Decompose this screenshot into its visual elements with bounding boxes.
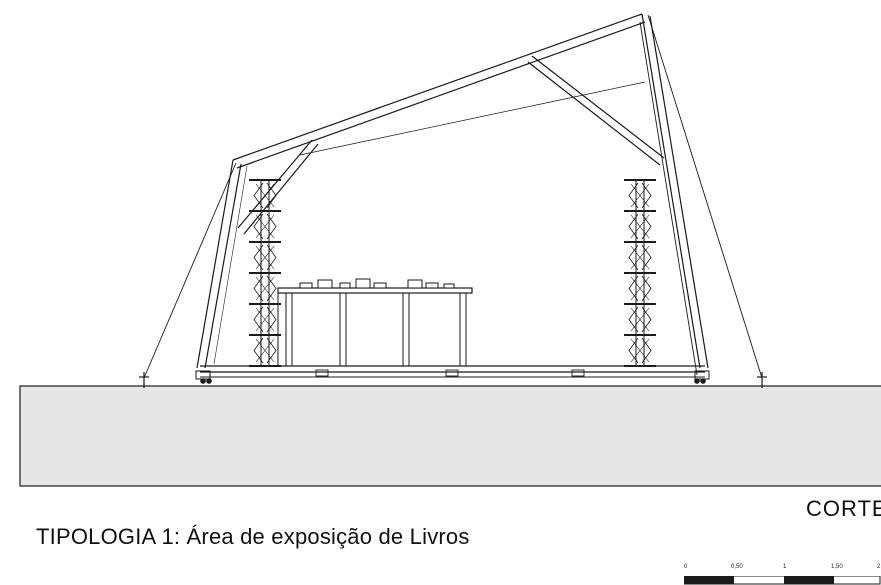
scale-bar-ticks: 0 0,50 1 1,50 2 [681,564,881,574]
section-view-label: CORTE [806,496,881,521]
guy-ropes [143,14,763,379]
display-table [277,287,473,366]
drawing-caption: TIPOLOGIA 1: Área de exposição de Livros [36,524,470,549]
bookshelf-tower-right [624,179,656,367]
scale-tick: 1 [783,564,787,570]
scale-tick: 0,50 [731,564,743,570]
scale-bar [684,576,881,585]
ground-slab [19,385,881,487]
scale-tick: 2 [877,564,881,570]
ground-stakes [139,372,767,388]
tent-frame [195,13,710,380]
scale-tick: 1,50 [831,564,843,570]
frame-feet [200,378,706,384]
scale-tick: 0 [684,564,688,570]
bookshelf-tower-left [249,179,281,367]
books-on-table [299,278,455,289]
